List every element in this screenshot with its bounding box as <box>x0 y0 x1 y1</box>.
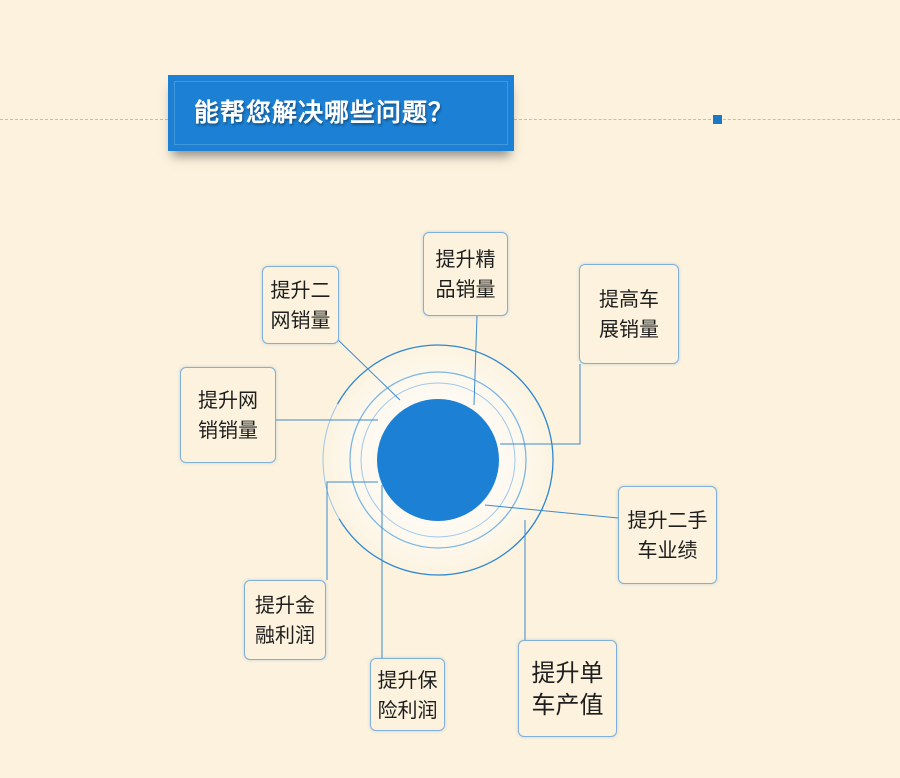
node-label: 提升二 网销量 <box>270 278 331 332</box>
node-insurance-profit: 提升保 险利润 <box>370 658 445 731</box>
node-unit-output: 提升单 车产值 <box>518 640 617 737</box>
connector-boutique <box>473 315 478 406</box>
title-banner: 能帮您解决哪些问题？ <box>168 75 514 151</box>
middle-ring <box>349 371 527 549</box>
node-online-sales: 提升网 销销量 <box>180 367 276 463</box>
node-boutique: 提升精 品销量 <box>423 232 508 316</box>
connector-lines <box>276 315 619 658</box>
divider-square-marker <box>713 115 722 124</box>
connector-finance-profit <box>326 481 378 580</box>
page-title: 能帮您解决哪些问题？ <box>194 98 455 127</box>
header-divider-left <box>0 119 168 120</box>
node-label: 提升保 险利润 <box>377 667 438 722</box>
node-used-car-online: 提升二 网销量 <box>262 266 339 344</box>
connector-used-car-online <box>332 334 401 401</box>
node-exhibition: 提高车 展销量 <box>579 264 679 364</box>
connector-used-car-performance <box>484 504 619 519</box>
center-circle <box>377 399 499 521</box>
node-label: 提高车 展销量 <box>599 287 659 341</box>
node-label: 提升二手 车业绩 <box>627 508 708 562</box>
node-label: 提升金 融利润 <box>255 593 315 647</box>
node-label: 提升精 品销量 <box>435 247 496 301</box>
node-label: 提升单 车产值 <box>531 658 604 719</box>
outer-ring <box>322 344 554 576</box>
header-divider-right <box>514 119 900 120</box>
inner-ring <box>360 382 516 538</box>
connector-exhibition <box>500 364 581 445</box>
node-finance-profit: 提升金 融利润 <box>244 580 326 660</box>
node-label: 提升网 销销量 <box>198 388 258 442</box>
node-used-car-performance: 提升二手 车业绩 <box>618 486 717 584</box>
